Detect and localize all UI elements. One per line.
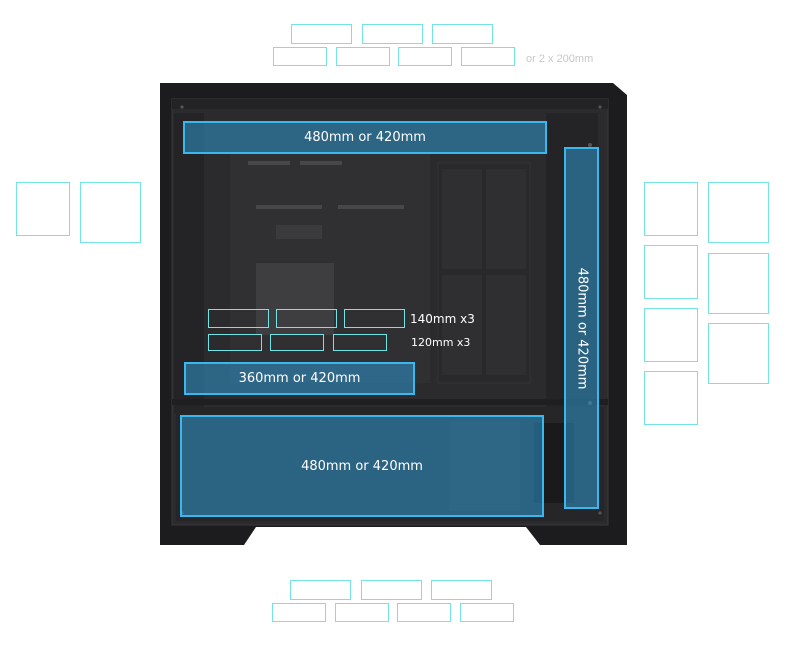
- bottom-fan-outline-6: [397, 603, 451, 622]
- right-fan-outline-5: [708, 182, 769, 243]
- middle-radiator-label: 360mm or 420mm: [238, 371, 361, 386]
- left-fan-outline-1: [16, 182, 70, 236]
- side-radiator-zone: 480mm or 420mm: [564, 147, 599, 509]
- inner-fans-120-label: 120mm x3: [411, 336, 471, 349]
- bottom-radiator-label: 480mm or 420mm: [301, 458, 423, 474]
- top-fan-outline-3: [432, 24, 493, 44]
- inner-fan-140-outline-2: [276, 309, 337, 328]
- right-fan-outline-6: [708, 253, 769, 314]
- inner-fan-140-outline-1: [208, 309, 269, 328]
- top-fan-outline-1: [291, 24, 352, 44]
- right-fan-outline-3: [644, 308, 698, 362]
- bottom-fan-outline-1: [290, 580, 351, 600]
- pc-case-illustration: 480mm or 420mm 480mm or 420mm 360mm or 4…: [160, 83, 627, 545]
- inner-fan-140-outline-3: [344, 309, 405, 328]
- side-radiator-label: 480mm or 420mm: [574, 267, 589, 389]
- top-fan-outline-4: [273, 47, 327, 66]
- middle-radiator-zone: 360mm or 420mm: [184, 362, 415, 395]
- top-fan-outline-5: [336, 47, 390, 66]
- top-radiator-label: 480mm or 420mm: [304, 130, 426, 145]
- right-fan-outline-2: [644, 245, 698, 299]
- top-alt-note: or 2 x 200mm: [526, 53, 594, 65]
- inner-fan-120-outline-3: [333, 334, 387, 351]
- right-fan-outline-4: [644, 371, 698, 425]
- left-fan-outline-2: [80, 182, 141, 243]
- inner-fans-140-label: 140mm x3: [410, 312, 475, 326]
- bottom-fan-outline-2: [361, 580, 422, 600]
- inner-fan-120-outline-1: [208, 334, 262, 351]
- bottom-fan-outline-5: [335, 603, 389, 622]
- bottom-radiator-zone: 480mm or 420mm: [180, 415, 544, 517]
- bottom-fan-outline-3: [431, 580, 492, 600]
- top-fan-outline-6: [398, 47, 452, 66]
- bottom-fan-outline-4: [272, 603, 326, 622]
- inner-fan-120-outline-2: [270, 334, 324, 351]
- bottom-fan-outline-7: [460, 603, 514, 622]
- top-fan-outline-2: [362, 24, 423, 44]
- top-radiator-zone: 480mm or 420mm: [183, 121, 547, 154]
- right-fan-outline-7: [708, 323, 769, 384]
- top-fan-outline-7: [461, 47, 515, 66]
- right-fan-outline-1: [644, 182, 698, 236]
